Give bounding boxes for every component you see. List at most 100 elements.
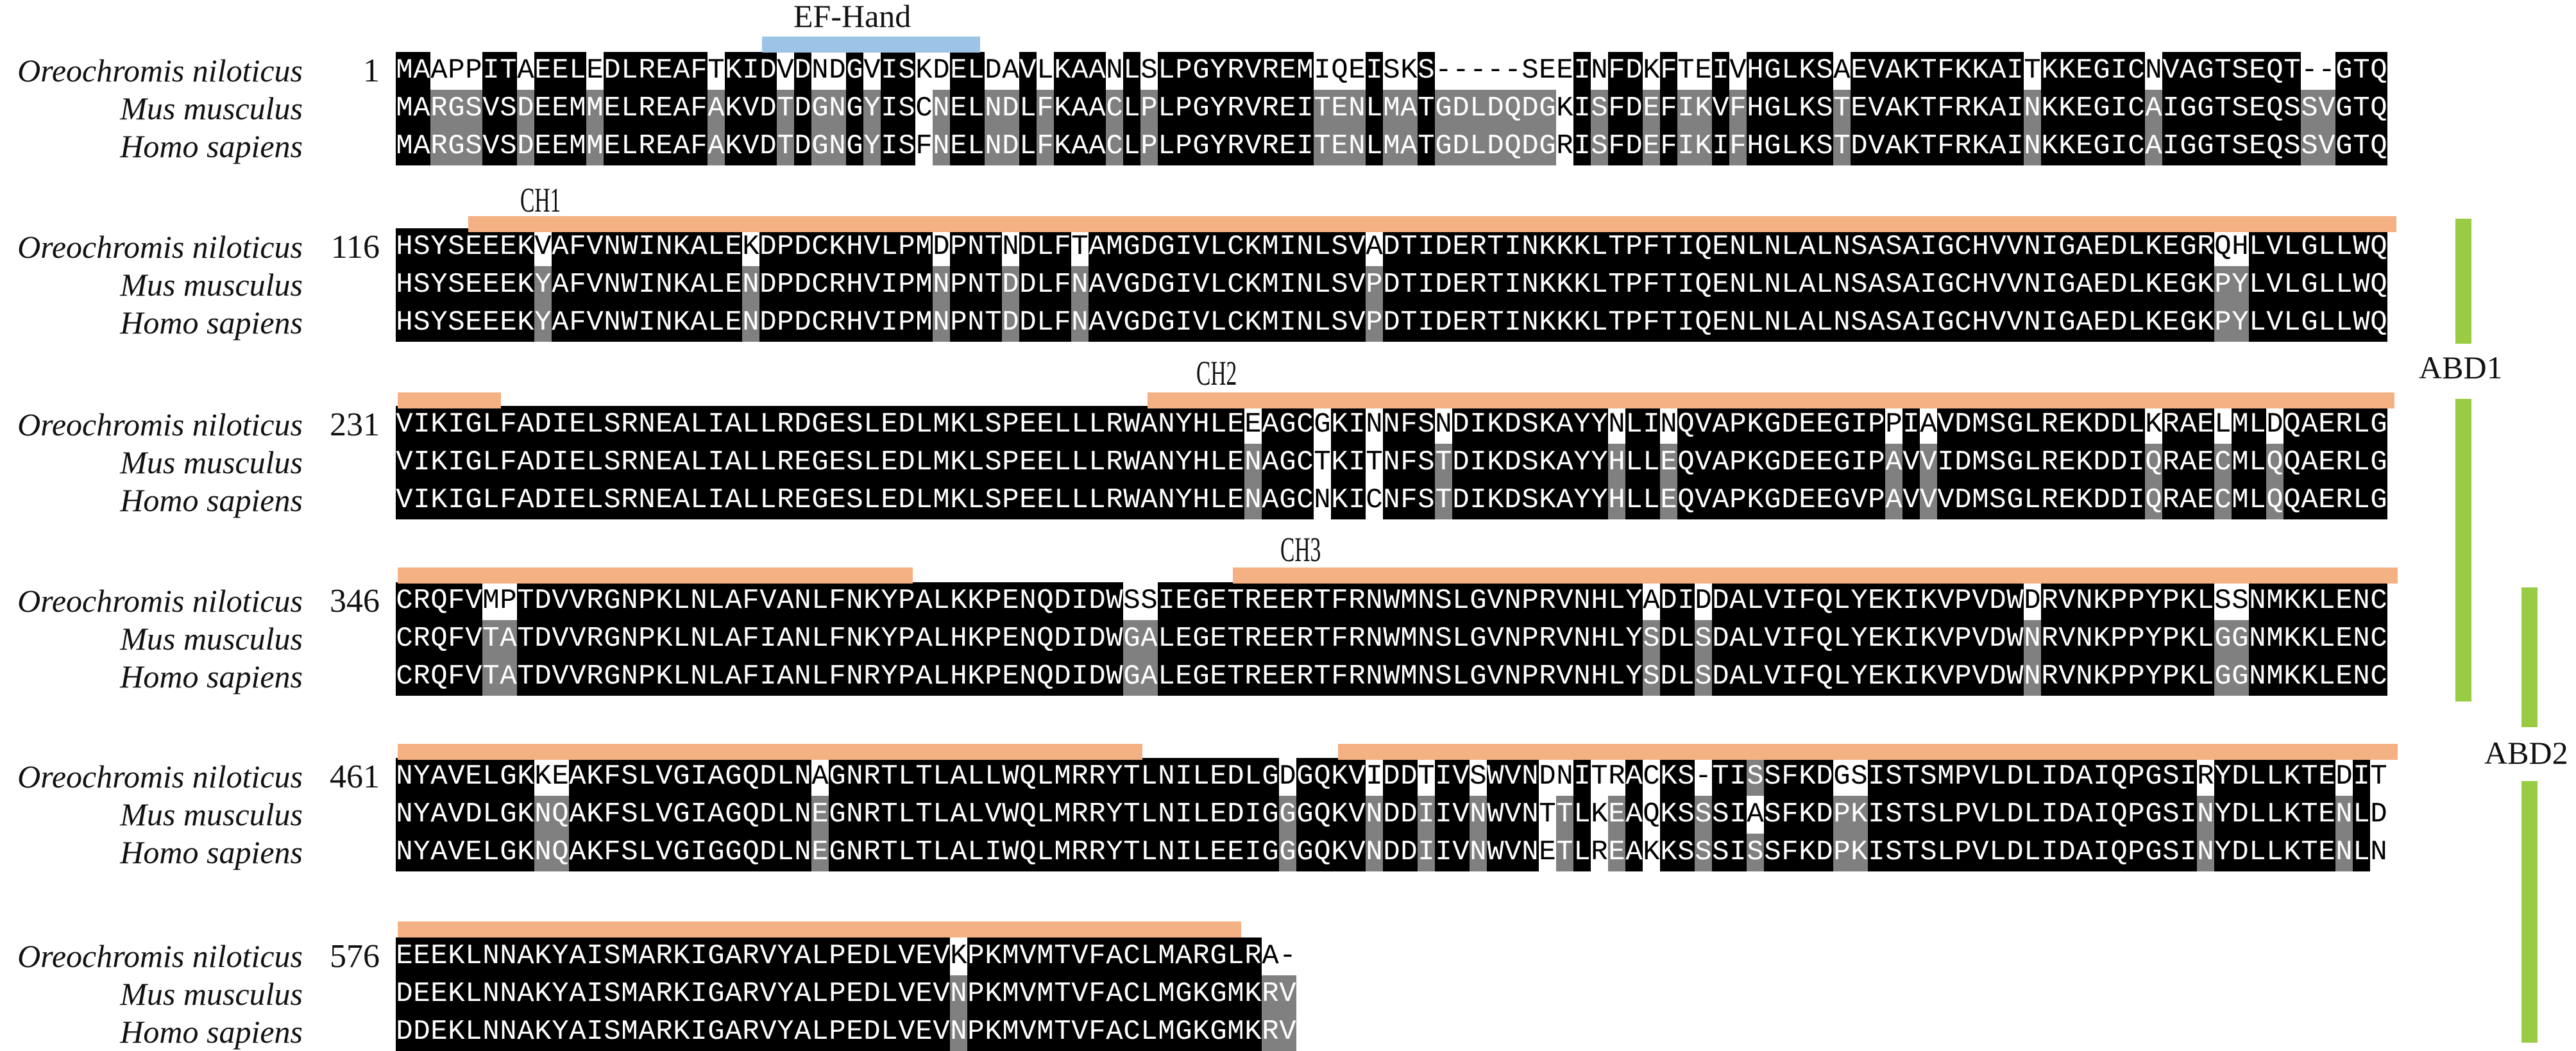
residue: E bbox=[1279, 128, 1296, 165]
residue: S bbox=[985, 482, 1002, 519]
residue: K bbox=[656, 620, 673, 658]
residue: A bbox=[1885, 90, 1902, 128]
residue: H bbox=[1591, 658, 1608, 696]
residue: L bbox=[2128, 266, 2145, 304]
residue: L bbox=[967, 758, 985, 796]
residue: E bbox=[846, 937, 863, 975]
residue: N bbox=[1366, 834, 1383, 871]
residue: N bbox=[534, 796, 552, 834]
residue: A bbox=[517, 444, 534, 482]
residue: L bbox=[1140, 975, 1158, 1013]
residue: A bbox=[517, 52, 534, 90]
residue: F bbox=[448, 620, 465, 658]
residue: R bbox=[1296, 620, 1314, 658]
residue: A bbox=[673, 128, 690, 165]
residue: R bbox=[1244, 582, 1262, 620]
residue: K bbox=[2145, 406, 2162, 444]
residue: P bbox=[1954, 582, 1972, 620]
residue: G bbox=[2214, 658, 2232, 696]
residue: R bbox=[638, 52, 656, 90]
residue: P bbox=[950, 228, 967, 266]
residue: L bbox=[2249, 304, 2266, 342]
residue: I bbox=[1366, 52, 1383, 90]
residue: K bbox=[1573, 266, 1591, 304]
residue: E bbox=[500, 228, 517, 266]
residue: S bbox=[604, 444, 621, 482]
residue: V bbox=[1556, 620, 1573, 658]
residue: M bbox=[1296, 52, 1314, 90]
residue: G bbox=[1279, 444, 1296, 482]
residue: N bbox=[1470, 796, 1487, 834]
residue: E bbox=[915, 975, 933, 1013]
residue: E bbox=[2318, 796, 2335, 834]
residue: V bbox=[465, 582, 482, 620]
residue: S bbox=[413, 228, 430, 266]
residue: M bbox=[1002, 975, 1019, 1013]
residue: L bbox=[690, 406, 708, 444]
residue: R bbox=[1539, 620, 1556, 658]
residue: S bbox=[898, 128, 915, 165]
residue: A bbox=[1071, 90, 1089, 128]
species-label: Mus musculus bbox=[120, 621, 303, 657]
residue: M bbox=[1972, 406, 1989, 444]
residue: E bbox=[1660, 482, 1677, 519]
residue: M bbox=[621, 937, 638, 975]
residue: A bbox=[1712, 406, 1729, 444]
residue: W bbox=[2353, 304, 2370, 342]
residue: L bbox=[2197, 658, 2214, 696]
residue: A bbox=[517, 975, 534, 1013]
residue: I bbox=[586, 1013, 604, 1051]
residue: D bbox=[1400, 796, 1418, 834]
residue: E bbox=[1227, 482, 1244, 519]
residue: I bbox=[881, 90, 898, 128]
residue: A bbox=[569, 834, 586, 871]
residue: P bbox=[950, 304, 967, 342]
residue: V bbox=[1868, 90, 1885, 128]
residue: T bbox=[1314, 444, 1331, 482]
residue: Y bbox=[2214, 796, 2232, 834]
residue: V bbox=[1989, 228, 2006, 266]
residue: L bbox=[1833, 620, 1851, 658]
residue: S bbox=[2232, 128, 2249, 165]
residue: D bbox=[1279, 758, 1296, 796]
residue: W bbox=[1383, 582, 1400, 620]
residue: V bbox=[1244, 90, 1262, 128]
residue: L bbox=[2353, 406, 2370, 444]
residue: E bbox=[534, 128, 552, 165]
residue: D bbox=[534, 406, 552, 444]
residue: N bbox=[534, 834, 552, 871]
residue: S bbox=[1418, 52, 1435, 90]
residue: G bbox=[604, 658, 621, 696]
residue: L bbox=[2249, 266, 2266, 304]
residue: I bbox=[638, 228, 656, 266]
residue: P bbox=[829, 937, 846, 975]
ch1-label: CH1 bbox=[520, 181, 561, 219]
residue: L bbox=[933, 758, 950, 796]
residue: D bbox=[759, 52, 777, 90]
residue: N bbox=[794, 834, 811, 871]
residue: E bbox=[829, 406, 846, 444]
residue: T bbox=[2353, 90, 2370, 128]
residue: V bbox=[1712, 90, 1729, 128]
residue: E bbox=[829, 444, 846, 482]
residue: G bbox=[1764, 128, 1781, 165]
residue: N bbox=[1383, 444, 1400, 482]
residue: L bbox=[1816, 228, 1833, 266]
residue: N bbox=[482, 937, 500, 975]
residue: I bbox=[1868, 834, 1885, 871]
residue: T bbox=[777, 90, 794, 128]
residue: N bbox=[604, 228, 621, 266]
residue: D bbox=[759, 228, 777, 266]
residue: I bbox=[2162, 90, 2180, 128]
residue: N bbox=[1158, 482, 1175, 519]
residue: R bbox=[1608, 758, 1625, 796]
residue: L bbox=[1573, 796, 1591, 834]
residue: I bbox=[1418, 228, 1435, 266]
residue: P bbox=[967, 975, 985, 1013]
residue: Q bbox=[1504, 90, 1521, 128]
residue: T bbox=[1071, 228, 1089, 266]
residue: V bbox=[1695, 444, 1712, 482]
residue: G bbox=[725, 796, 742, 834]
residue: A bbox=[1556, 406, 1573, 444]
